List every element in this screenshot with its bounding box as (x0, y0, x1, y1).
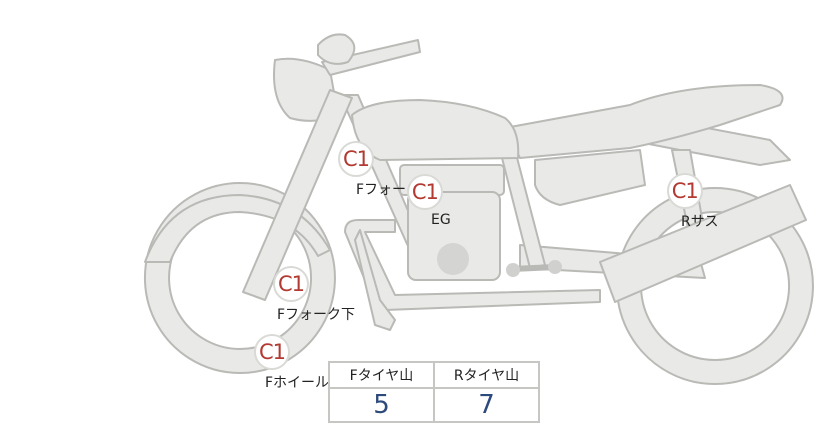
marker-label: Fホイール (265, 375, 330, 391)
handlebar (321, 39, 421, 76)
marker-engine[interactable]: C1 EG (399, 174, 451, 228)
footpeg (506, 260, 562, 277)
marker-label: Fフォーク下 (277, 307, 356, 323)
marker-rear-suspension[interactable]: C1 Rサス (651, 173, 718, 231)
marker-code: C1 (666, 173, 703, 209)
front-fork (242, 89, 353, 301)
marker-label: Rサス (681, 214, 719, 230)
side-cover (534, 149, 646, 206)
rear-tire-header: Rタイヤ山 (435, 363, 538, 389)
marker-code: C1 (338, 141, 375, 177)
rear-tire-column: Rタイヤ山 7 (433, 363, 538, 421)
marker-front-wheel[interactable]: C1 Fホイール (215, 334, 329, 392)
seat (504, 84, 784, 159)
muffler (599, 184, 807, 303)
marker-front-fork-lower[interactable]: C1 Fフォーク下 (227, 266, 355, 324)
handle-grip (317, 33, 356, 65)
front-tire-header: Fタイヤ山 (330, 363, 433, 389)
rear-tire-value: 7 (478, 390, 495, 420)
front-tire-column: Fタイヤ山 5 (330, 363, 433, 421)
marker-code: C1 (273, 266, 310, 302)
marker-code: C1 (406, 174, 443, 210)
front-tire-value: 5 (373, 390, 390, 420)
marker-label: EG (431, 212, 451, 228)
tire-tread-table: Fタイヤ山 5 Rタイヤ山 7 (328, 361, 540, 423)
headlight (273, 57, 339, 122)
exhaust-pipe-lower (354, 229, 396, 331)
marker-code: C1 (254, 334, 291, 370)
